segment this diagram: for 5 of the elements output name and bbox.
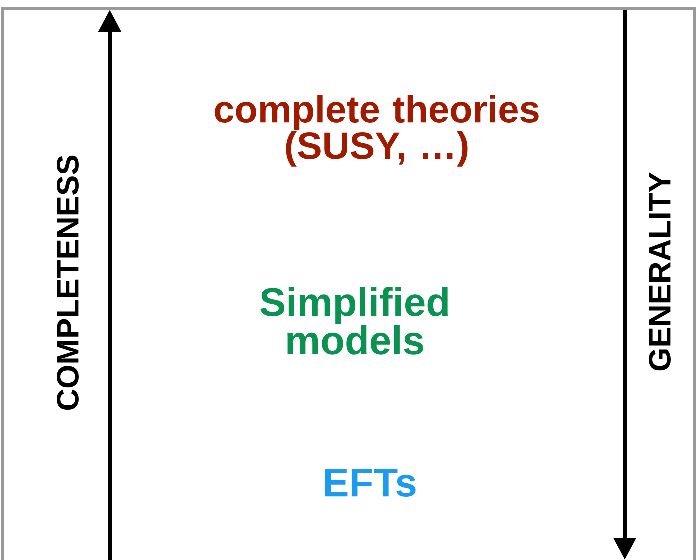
axis-label: COMPLETENESS (57, 156, 79, 410)
axis-label: GENERALITY (649, 172, 671, 371)
category-label: complete theories (SUSY, …) (215, 95, 539, 167)
category-label: EFTs (325, 469, 416, 497)
category-label: Simplified models (260, 287, 448, 355)
